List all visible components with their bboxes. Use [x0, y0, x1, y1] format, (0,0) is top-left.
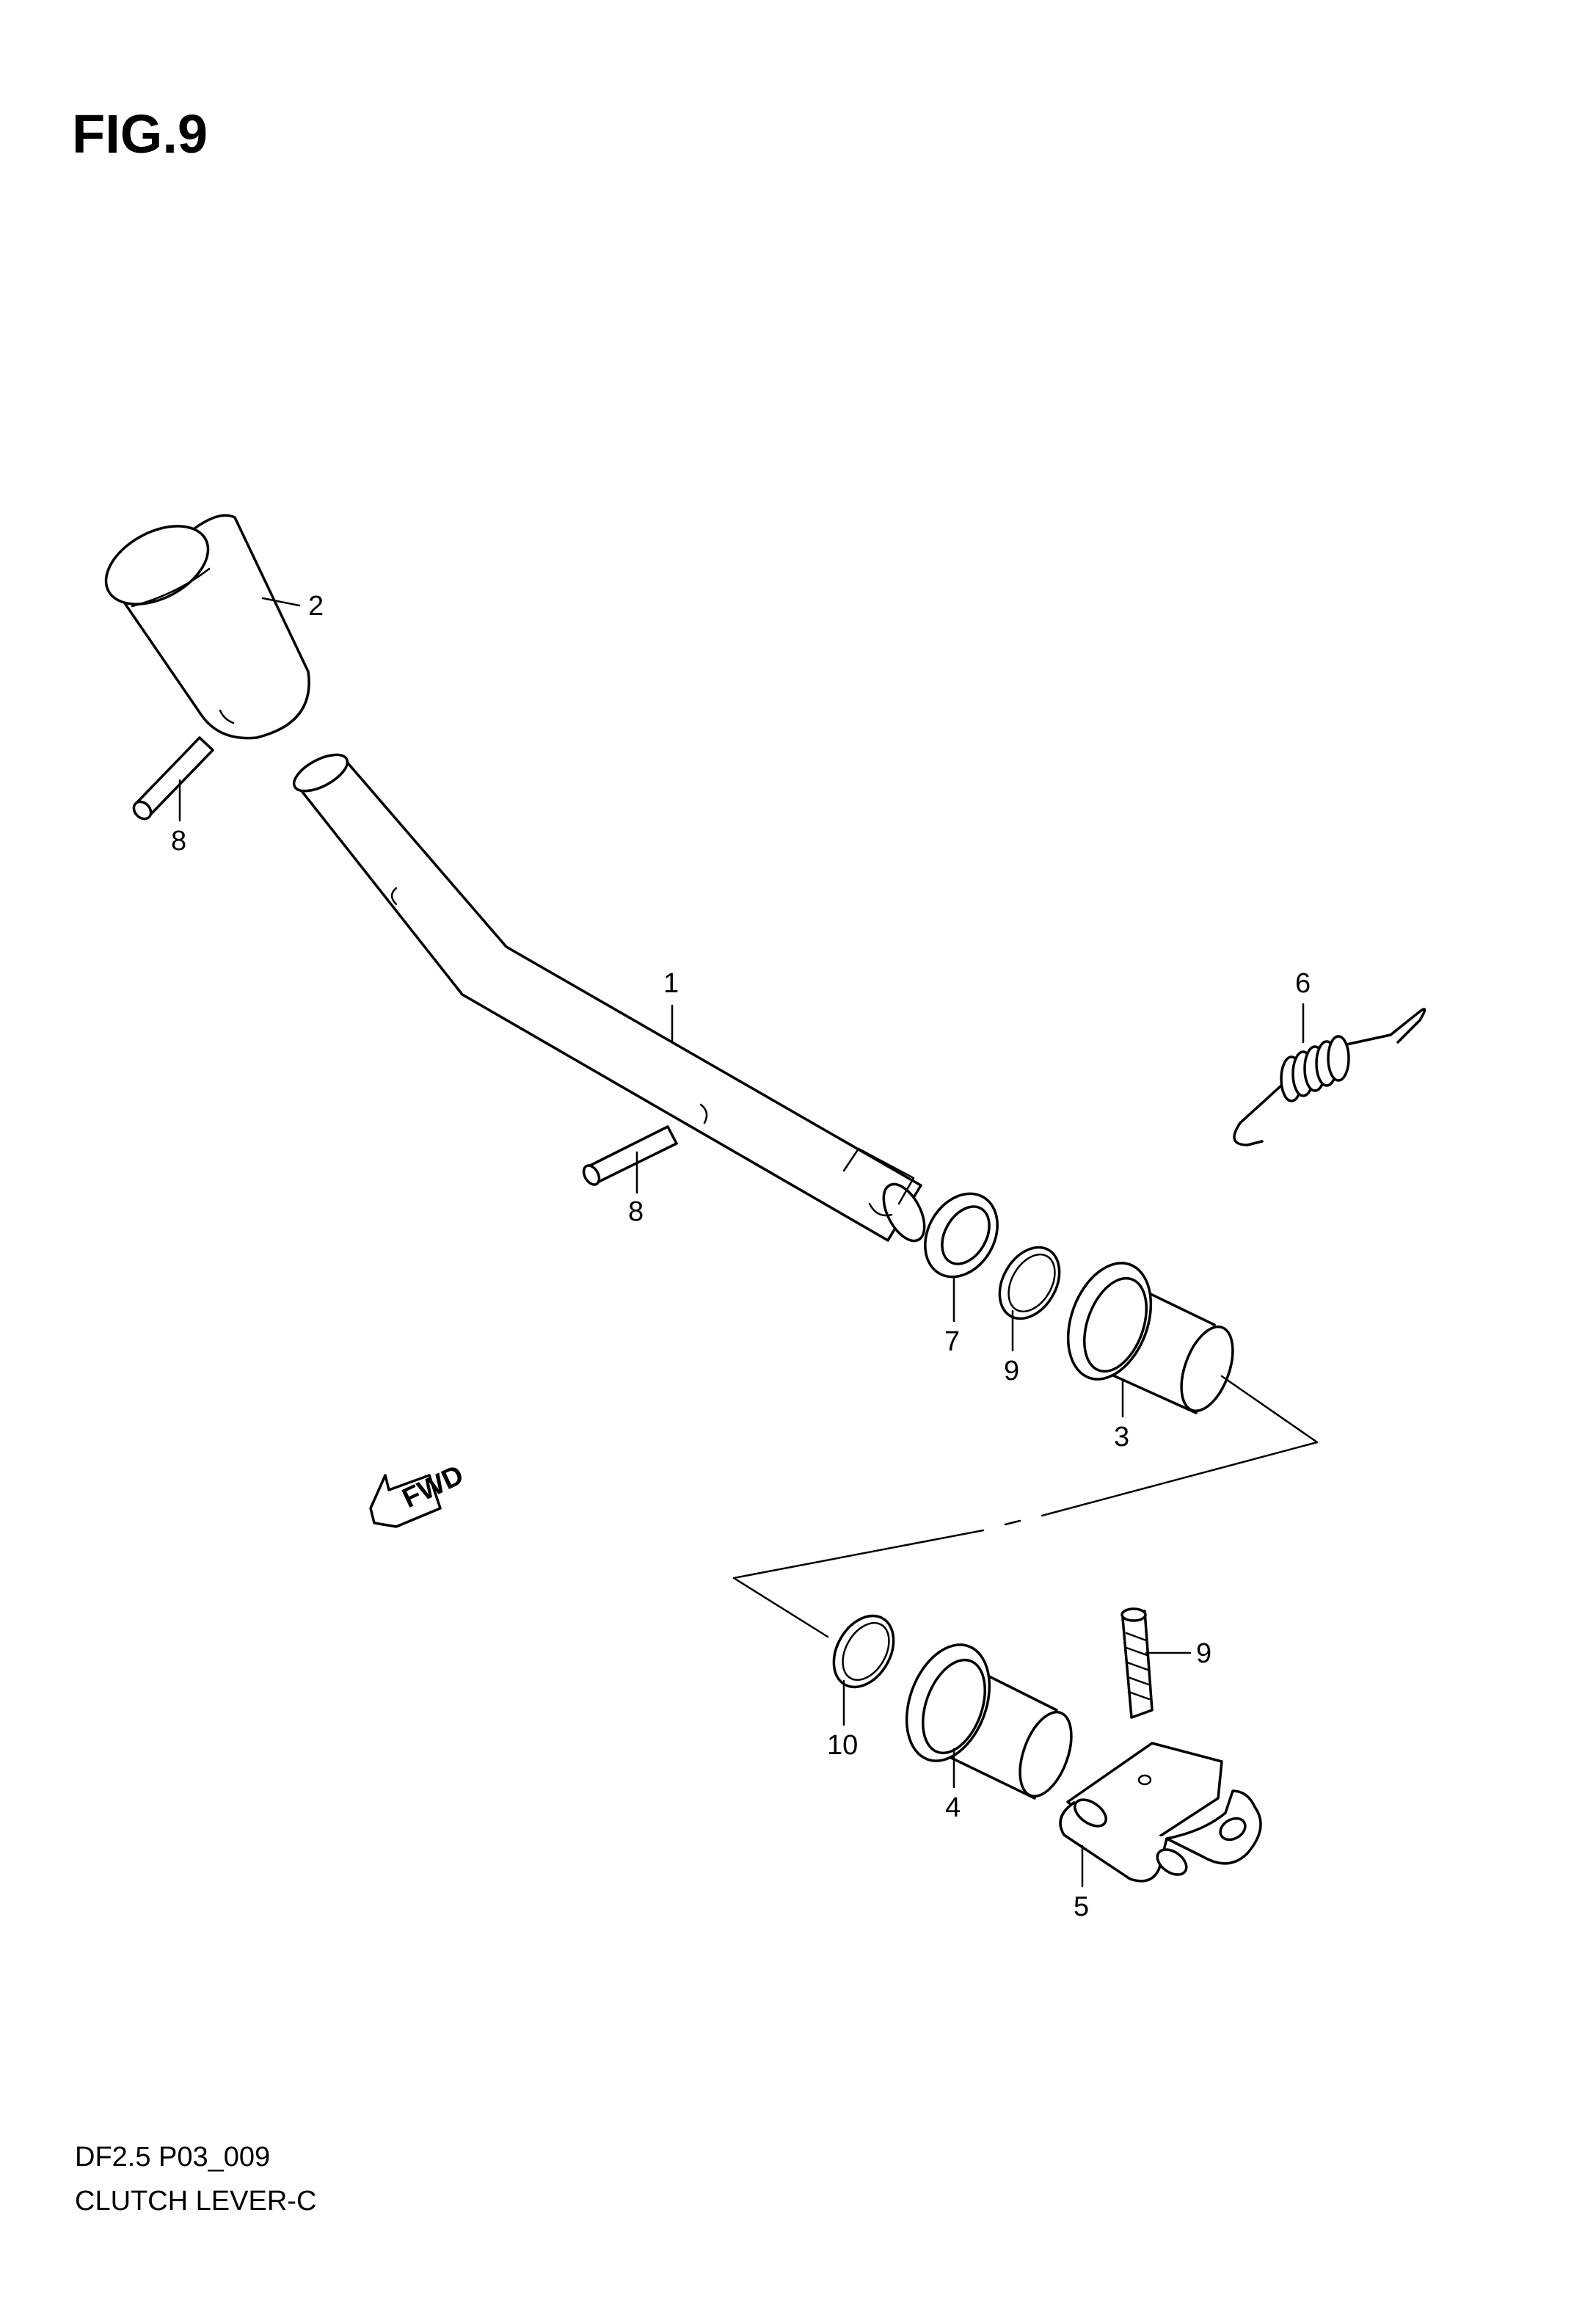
part-bushing-upper — [1066, 1262, 1234, 1414]
callout-3: 3 — [1114, 1422, 1129, 1453]
diagram-name: CLUTCH LEVER-C — [75, 2186, 317, 2217]
assembly-guide-line — [732, 1375, 1319, 1638]
callout-9a: 9 — [1004, 1356, 1019, 1386]
spring-coil — [1280, 1035, 1350, 1102]
part-grip-cap — [104, 514, 310, 740]
part-bushing-lower — [905, 1643, 1073, 1800]
part-bracket — [1059, 1742, 1262, 1883]
callout-2: 2 — [308, 591, 324, 622]
callout-1: 1 — [663, 968, 679, 999]
callout-8b: 8 — [628, 1196, 644, 1227]
callout-9b: 9 — [1196, 1638, 1211, 1669]
callout-6: 6 — [1295, 968, 1311, 999]
part-pin-lower — [582, 1125, 678, 1186]
callout-4: 4 — [945, 1792, 961, 1823]
figure-title: FIG.9 — [72, 103, 208, 164]
part-o-ring-lower — [832, 1614, 895, 1689]
part-lever-rod — [292, 753, 926, 1243]
part-spring — [1233, 1008, 1426, 1146]
callout-5: 5 — [1074, 1891, 1089, 1922]
part-washer — [924, 1192, 999, 1279]
part-roll-pin — [1121, 1607, 1154, 1719]
fwd-arrow-icon: FWD — [369, 1460, 468, 1528]
callout-8a: 8 — [171, 826, 186, 857]
diagram-code: DF2.5 P03_009 — [75, 2142, 271, 2173]
callout-10: 10 — [827, 1730, 858, 1761]
leader-lines — [178, 597, 1305, 1888]
part-o-ring-upper — [998, 1246, 1061, 1320]
part-pin-upper — [132, 736, 214, 821]
callout-7: 7 — [944, 1326, 960, 1357]
